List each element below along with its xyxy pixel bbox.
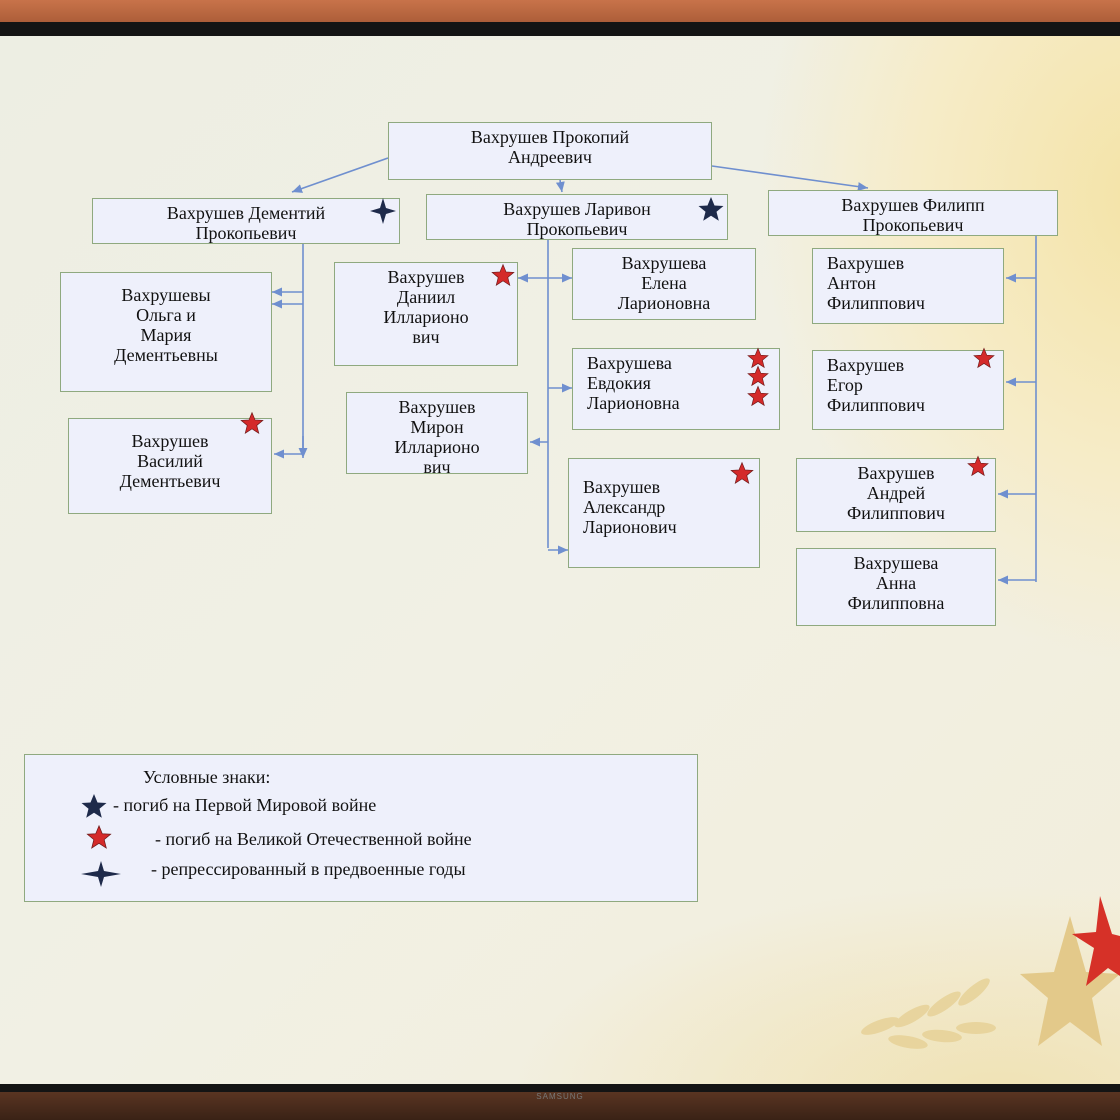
node-line: Вахрушев [398,397,476,417]
node-line: Вахрушева [621,253,707,273]
node-line: Мирон [410,417,464,437]
slide: Род Вахрушевых в 1900-1945 годы Вахрушев… [0,36,1120,1084]
node-line: Вахрушев [827,253,905,273]
red-star-icon [730,461,754,484]
node-line: Филиппович [827,395,925,415]
node-line: Вахрушев [827,355,905,375]
node-line: вич [423,457,451,474]
node-line: Мария [140,325,192,345]
node-line: Прокопьевич [526,219,628,239]
node-line: Александр [583,497,666,517]
node-line: Дементьевны [114,345,218,365]
connector-layer [72,157,1037,585]
node-olga-mariya: Вахрушевы Ольга и Мария Дементьевны [60,272,272,392]
node-line: Дементьевич [119,471,221,491]
node-vasiliy: Вахрушев Василий Дементьевич [68,418,272,514]
node-line: Ларионович [583,517,677,537]
node-line: Вахрушев Ларивон [503,199,651,219]
node-evdokiya: Вахрушева Евдокия Ларионовна [572,348,780,430]
red-star-icon [967,455,989,477]
dark-star-icon [81,794,107,818]
red-star-icon [240,411,264,434]
node-line: Евдокия [587,373,651,393]
wall-bottom [0,1092,1120,1120]
node-line: Вахрушев [387,267,465,287]
node-prokopiy: Вахрушев Прокопий Андреевич [388,122,712,180]
link-root-filipp [711,165,869,192]
legend: Условные знаки: - погиб на Первой Мирово… [24,754,698,902]
node-line: Филиппович [827,293,925,313]
node-daniil: Вахрушев Даниил Илларионо вич [334,262,518,366]
node-line: Ольга и [136,305,196,325]
node-line: Илларионо [394,437,480,457]
node-line: Илларионо [383,307,469,327]
node-line: Вахрушев Дементий [166,203,326,223]
red-star-icon [86,824,112,849]
node-line: Вахрушева [853,553,939,573]
node-aleksandr: Вахрушев Александр Ларионович [568,458,760,568]
node-line: Вахрушев Прокопий [470,127,630,147]
node-line: Вахрушев [583,477,661,497]
node-line: Елена [641,273,687,293]
node-line: Прокопьевич [862,215,964,235]
node-line: Вахрушев [857,463,935,483]
node-line: Андрей [866,483,926,503]
node-line: Вахрушевы [121,285,211,305]
link-root-larivon [555,179,565,193]
legend-item-ww2: - погиб на Великой Отечественной войне [155,829,472,849]
node-elena: Вахрушева Елена Ларионовна [572,248,756,320]
node-dementiy: Вахрушев Дементий Прокопьевич [92,198,400,244]
node-line: Ларионовна [617,293,711,313]
node-line: Филиппович [847,503,945,523]
red-star-icon [747,365,769,387]
node-anton: Вахрушев Антон Филиппович [812,248,1004,324]
red-star-icon [747,347,769,369]
dark-star-icon [698,197,724,221]
node-filipp: Вахрушев Филипп Прокопьевич [768,190,1058,236]
node-line: Даниил [396,287,456,307]
node-line: Ларионовна [587,393,680,413]
link-root-dementiy [291,157,389,193]
node-anna: Вахрушева Анна Филипповна [796,548,996,626]
red-star-icon [973,347,995,369]
node-line: вич [412,327,440,347]
node-egor: Вахрушев Егор Филиппович [812,350,1004,430]
node-line: Прокопьевич [195,223,297,243]
monitor-brand: SAMSUNG [536,1092,584,1101]
node-line: Егор [827,375,863,395]
node-line: Филипповна [847,593,945,613]
dark-cross-star-icon [81,861,121,887]
node-line: Антон [827,273,876,293]
decorative-star-laurel-icon [861,896,1120,1049]
legend-title: Условные знаки: [143,767,271,787]
node-miron: Вахрушев Мирон Илларионо вич [346,392,528,474]
wall-top [0,0,1120,26]
node-line: Анна [875,573,917,593]
node-larivon: Вахрушев Ларивон Прокопьевич [426,194,728,240]
node-line: Вахрушев [131,431,209,451]
red-star-icon [491,263,515,286]
node-line: Андреевич [508,147,592,167]
node-line: Василий [137,451,203,471]
node-andrey: Вахрушев Андрей Филиппович [796,458,996,532]
legend-item-repressed: - репрессированный в предвоенные годы [151,859,466,879]
legend-item-ww1: - погиб на Первой Мировой войне [113,795,377,815]
red-star-icon [747,385,769,407]
node-line: Вахрушев Филипп [841,195,985,215]
dark-cross-star-icon [370,198,396,224]
node-line: Вахрушева [587,353,672,373]
